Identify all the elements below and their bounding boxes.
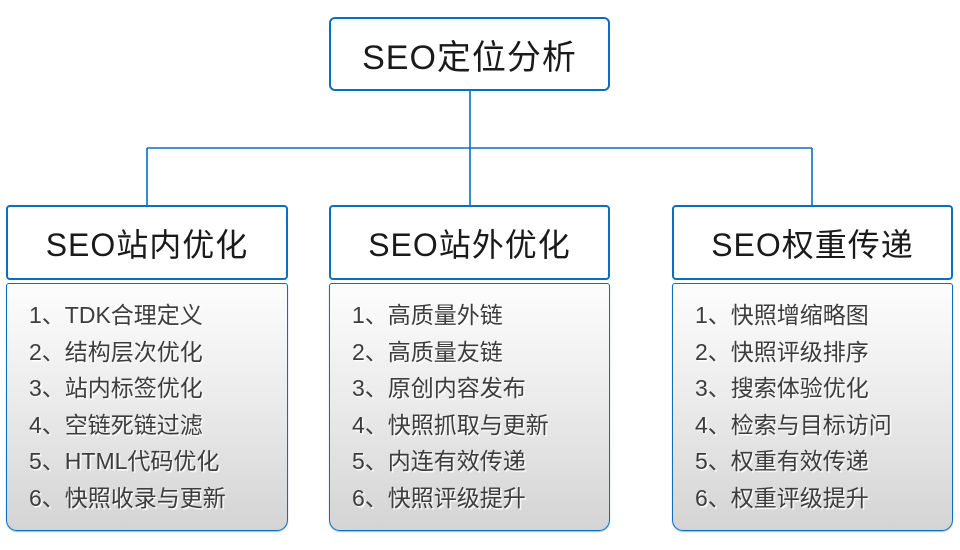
root-node: SEO定位分析 <box>329 17 610 91</box>
column-onsite-list: 1、TDK合理定义 2、结构层次优化 3、站内标签优化 4、空链死链过滤 5、H… <box>6 283 288 531</box>
column-weight: SEO权重传递 1、快照增缩略图 2、快照评级排序 3、搜索体验优化 4、检索与… <box>672 205 953 531</box>
list-item: 3、站内标签优化 <box>29 375 203 401</box>
list-item: 1、高质量外链 <box>352 302 503 328</box>
list-item: 4、快照抓取与更新 <box>352 411 549 438</box>
column-offsite: SEO站外优化 1、高质量外链 2、高质量友链 3、原创内容发布 4、快照抓取与… <box>329 205 610 531</box>
list-item: 1、TDK合理定义 <box>29 302 203 328</box>
list-item: 2、快照评级排序 <box>695 338 869 365</box>
list-item: 1、快照增缩略图 <box>695 302 869 328</box>
column-onsite-header-label: SEO站内优化 <box>45 226 249 263</box>
list-item: 4、检索与目标访问 <box>695 411 892 438</box>
list-item: 6、权重评级提升 <box>695 484 869 511</box>
list-item: 6、快照收录与更新 <box>29 484 226 511</box>
column-weight-list: 1、快照增缩略图 2、快照评级排序 3、搜索体验优化 4、检索与目标访问 5、权… <box>672 283 953 531</box>
list-item: 2、高质量友链 <box>352 338 503 365</box>
list-item: 3、搜索体验优化 <box>695 375 869 401</box>
list-item: 3、原创内容发布 <box>352 375 526 401</box>
list-item: 5、权重有效传递 <box>695 448 869 474</box>
list-item: 4、空链死链过滤 <box>29 411 203 438</box>
list-item: 2、结构层次优化 <box>29 338 203 365</box>
list-item: 5、内连有效传递 <box>352 448 526 474</box>
column-offsite-header-label: SEO站外优化 <box>368 226 571 263</box>
list-item: 5、HTML代码优化 <box>29 448 220 474</box>
list-item: 6、快照评级提升 <box>352 484 526 511</box>
column-weight-header-label: SEO权重传递 <box>711 226 914 263</box>
root-node-label: SEO定位分析 <box>362 38 577 77</box>
column-weight-header: SEO权重传递 <box>672 205 953 280</box>
column-offsite-list: 1、高质量外链 2、高质量友链 3、原创内容发布 4、快照抓取与更新 5、内连有… <box>329 283 610 531</box>
column-onsite-header: SEO站内优化 <box>6 205 288 280</box>
column-offsite-header: SEO站外优化 <box>329 205 610 280</box>
column-onsite: SEO站内优化 1、TDK合理定义 2、结构层次优化 3、站内标签优化 4、空链… <box>6 205 288 531</box>
